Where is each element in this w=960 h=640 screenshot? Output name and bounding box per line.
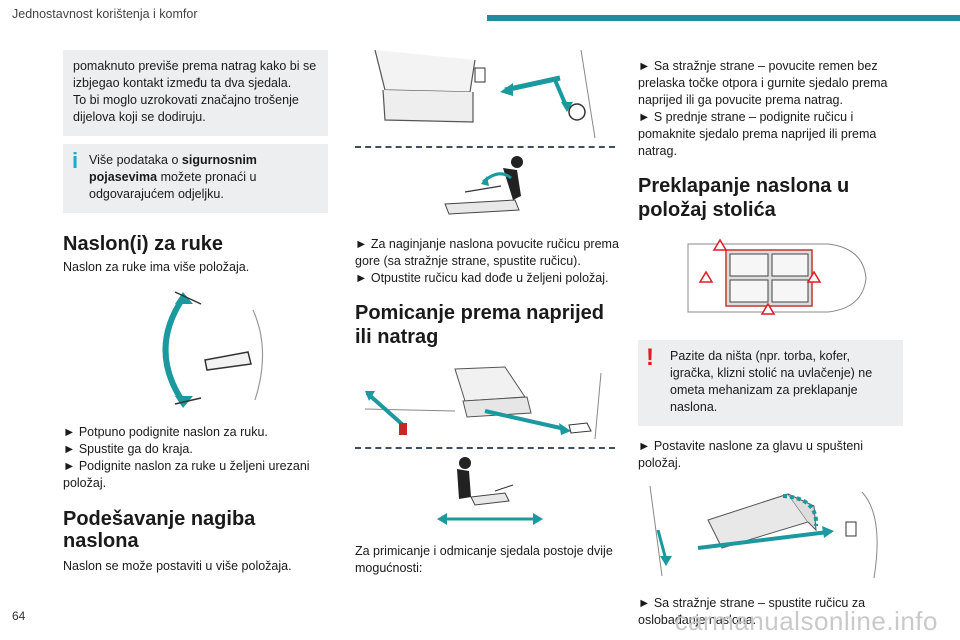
- armrest-step: ► Podignite naslon za ruke u željeni ure…: [63, 459, 310, 490]
- slide-pictogram: [437, 457, 543, 525]
- fold-seat-illustration: [638, 486, 900, 581]
- tilt-seat-illustration: [355, 50, 617, 140]
- info-icon: i: [72, 148, 79, 173]
- armrest-intro: Naslon za ruke ima više položaja.: [63, 260, 250, 274]
- tilt-pictogram: [425, 154, 545, 224]
- move-intro: Za primicanje i odmicanje sjedala postoj…: [355, 544, 613, 575]
- tilt-intro: Naslon se može postaviti u više položaja…: [63, 559, 292, 573]
- tilt-heading: Podešavanje nagiba naslona: [63, 508, 256, 552]
- watermark: carmanualsonline.info: [674, 606, 938, 636]
- warning-box: ! Pazite da ništa (npr. torba, kofer, ig…: [638, 340, 903, 426]
- seat-layout-diagram: [687, 238, 867, 315]
- warning-icon: !: [646, 344, 654, 371]
- fold-step: ► Postavite naslone za glavu u spušteni …: [638, 439, 864, 470]
- note-line: dijelova koji se dodiruju.: [73, 110, 206, 124]
- tilt-step: ► Za naginjanje naslona povucite ručicu …: [355, 237, 619, 268]
- recline-pictogram: [444, 156, 523, 215]
- divider: [355, 146, 615, 148]
- warning-text: Pazite da ništa (npr. torba, kofer, igra…: [670, 349, 873, 414]
- fold-step: ► Sa stražnje strane – spustite ručicu z…: [638, 596, 866, 627]
- armrest-diagram: [162, 291, 264, 408]
- move-pictogram: [435, 455, 545, 529]
- move-step: ► Sa stražnje strane – povucite remen be…: [638, 59, 888, 107]
- vehicle-seat-layout: [678, 238, 868, 318]
- page-number: 64: [12, 609, 26, 623]
- note-line: To bi moglo uzrokovati značajno trošenje: [73, 93, 299, 107]
- move-step: ► S prednje strane – podignite ručicu i …: [638, 110, 877, 158]
- move-heading: Pomicanje prema naprijed ili natrag: [355, 302, 604, 348]
- move-seat-illustration: [355, 363, 617, 441]
- info-link-text: sigurnosnim pojasevima: [89, 153, 257, 184]
- fold-seat-diagram: [649, 486, 878, 579]
- column-1: pomaknuto previše prema natrag kako bi s…: [63, 50, 328, 575]
- column-3: ► Sa stražnje strane – povucite remen be…: [638, 50, 903, 629]
- info-box: i Više podataka o sigurnosnim pojasevima…: [63, 144, 328, 213]
- tilt-seat-diagram: [374, 50, 596, 139]
- header-accent-bar: [487, 15, 960, 21]
- armrest-heading: Naslon(i) za ruke: [63, 233, 224, 255]
- divider: [355, 447, 615, 449]
- armrest-illustration: [143, 290, 283, 410]
- note-box: pomaknuto previše prema natrag kako bi s…: [63, 50, 328, 136]
- column-2: ► Za naginjanje naslona povucite ručicu …: [355, 50, 620, 577]
- armrest-step: ► Potpuno podignite naslon za ruku.: [63, 425, 268, 439]
- armrest-step: ► Spustite ga do kraja.: [63, 442, 193, 456]
- move-seat-diagram: [364, 366, 602, 440]
- running-header: Jednostavnost korištenja i komfor: [12, 7, 198, 21]
- note-line: pomaknuto previše prema natrag kako bi s…: [73, 59, 317, 73]
- note-line: izbjegao kontakt između ta dva sjedala.: [73, 76, 292, 90]
- fold-heading: Preklapanje naslona u položaj stolića: [638, 175, 850, 221]
- tilt-step: ► Otpustite ručicu kad dođe u željeni po…: [355, 271, 609, 285]
